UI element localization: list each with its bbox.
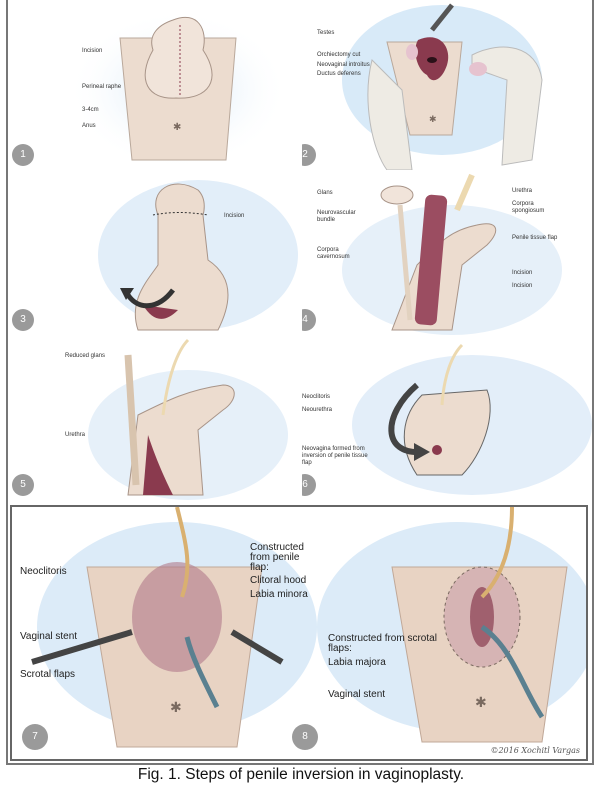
label-anus: Anus xyxy=(82,123,96,129)
label-neoclitoris: Neoclitoris xyxy=(302,394,331,400)
label-incision: Incision xyxy=(512,270,533,276)
step-badge-5: 5 xyxy=(12,474,34,496)
label-glans: Glans xyxy=(317,190,333,196)
label-corpora-cavernosum: Corpora cavernosum xyxy=(317,247,350,260)
panel-3-illustration xyxy=(98,180,298,331)
panel-1-illustration: ✱ xyxy=(68,10,288,170)
figure-caption: Fig. 1. Steps of penile inversion in vag… xyxy=(137,766,465,783)
panel-4: Glans Neurovascular bundle Corpora caver… xyxy=(302,170,594,335)
label-constructed-from-penile-flap: Constructed from penile flap: xyxy=(250,542,304,573)
step-badge-3: 3 xyxy=(12,309,34,331)
label-perineal-raphe: Perineal raphe xyxy=(82,84,122,90)
panel-2-illustration: ✱ xyxy=(342,3,543,170)
svg-text:✱: ✱ xyxy=(475,694,487,710)
label-neovaginal-introitus: Neovaginal introitus xyxy=(317,62,370,68)
label-reduced-glans: Reduced glans xyxy=(65,353,106,359)
svg-text:✱: ✱ xyxy=(173,122,181,133)
panel-3: Incision 3 xyxy=(8,170,302,335)
label-labia-majora: Labia majora xyxy=(328,657,386,668)
label-ductus-deferens: Ductus deferens xyxy=(317,71,361,77)
label-neoclitoris: Neoclitoris xyxy=(20,566,67,577)
panel-5-illustration xyxy=(88,338,288,500)
step-badge-6: 6 xyxy=(302,474,316,496)
svg-text:✱: ✱ xyxy=(429,114,437,124)
panel-6: Neoclitoris Neourethra Neovagina formed … xyxy=(302,335,594,500)
label-vaginal-stent: Vaginal stent xyxy=(20,631,78,642)
panel-2: ✱ Testes Orchiectomy cut Neovaginal intr… xyxy=(302,0,594,170)
artist-signature: ©2016 Xochitl Vargas xyxy=(490,746,580,755)
label-orchiectomy-cut: Orchiectomy cut xyxy=(317,52,361,58)
label-scrotal-flaps: Scrotal flaps xyxy=(20,669,76,680)
label-constructed-from-scrotal-flaps: Constructed from scrotal flaps: xyxy=(328,633,437,654)
label-neurovascular-bundle: Neurovascular bundle xyxy=(317,210,356,223)
label-clitoral-hood: Clitoral hood xyxy=(250,575,307,586)
label-neourethra: Neourethra xyxy=(302,407,333,413)
step-badge-4: 4 xyxy=(302,309,316,331)
label-labia-minora: Labia minora xyxy=(250,589,308,600)
svg-text:✱: ✱ xyxy=(170,699,182,715)
label-corpora-spongiosum: Corpora spongiosum xyxy=(512,201,545,214)
label-incision-2: Incision xyxy=(512,283,533,289)
panel-5: Reduced glans Urethra 5 xyxy=(8,335,302,500)
step-badge-2: 2 xyxy=(302,144,316,166)
label-neovagina: Neovagina formed from inversion of penil… xyxy=(302,446,368,466)
panel-1: ✱ Incision Perineal raphe 3-4cm Anus 1 xyxy=(8,0,302,170)
label-testes: Testes xyxy=(317,30,335,36)
label-urethra: Urethra xyxy=(65,432,86,438)
panel-4-illustration xyxy=(342,173,562,335)
panels-7-8: ✱ ✱ Neoclitoris Vaginal stent Scrotal fl… xyxy=(10,505,588,761)
label-3-4cm: 3-4cm xyxy=(82,107,99,113)
label-urethra: Urethra xyxy=(512,188,533,194)
label-incision: Incision xyxy=(82,48,103,54)
panel-6-illustration xyxy=(352,343,592,495)
label-incision: Incision xyxy=(224,213,245,219)
step-badge-1: 1 xyxy=(12,144,34,166)
panel-7-8-illustration: ✱ ✱ xyxy=(31,507,586,748)
label-vaginal-stent-8: Vaginal stent xyxy=(328,689,386,700)
label-penile-tissue-flap: Penile tissue flap xyxy=(512,235,558,241)
step-badge-7: 7 xyxy=(22,724,48,750)
step-badge-8: 8 xyxy=(292,724,318,750)
